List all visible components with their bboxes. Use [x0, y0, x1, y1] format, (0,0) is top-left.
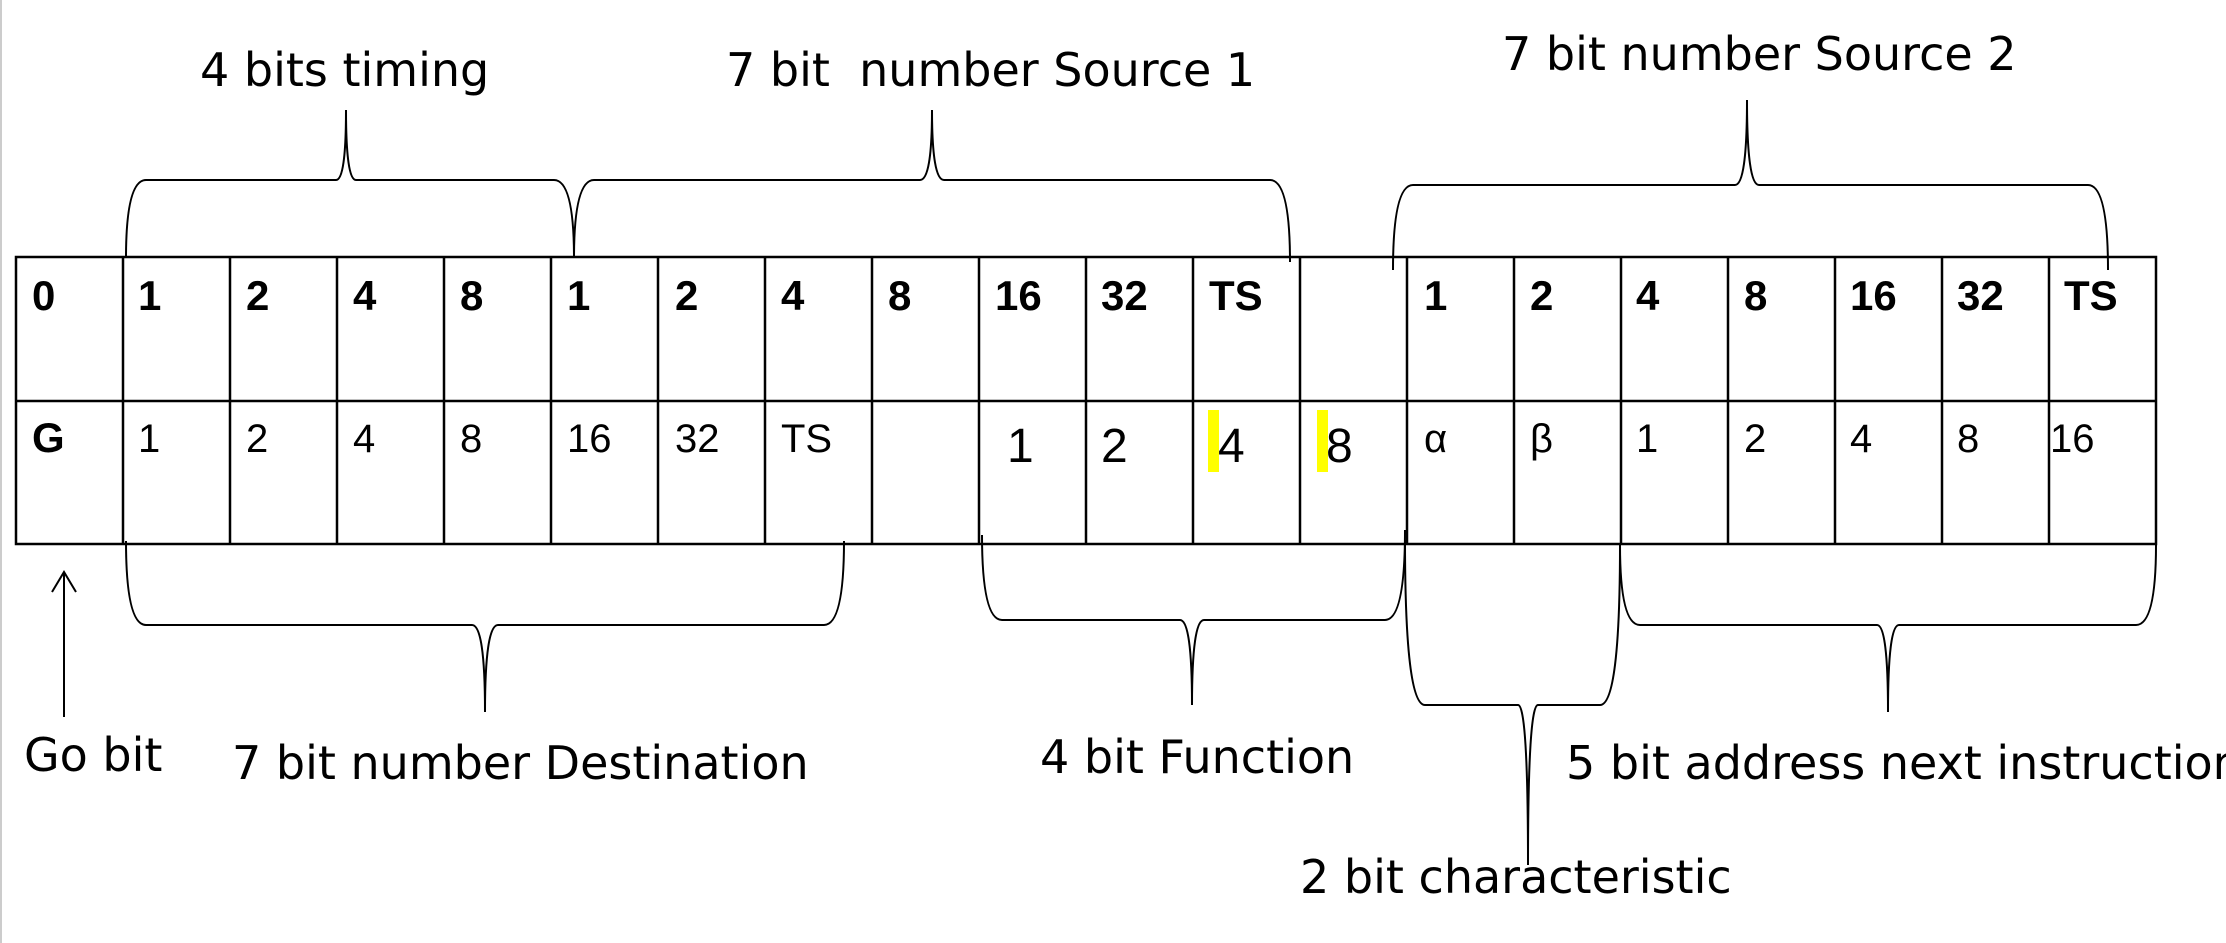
highlight-bit-8 [1317, 410, 1328, 472]
assignment-row: G 1 2 4 8 16 32 TS 1 2 4 8 α β 1 2 4 8 1… [32, 414, 2095, 473]
row1-cell-6: 2 [675, 272, 698, 319]
row2-cell-1: 1 [138, 417, 160, 461]
row2-cell-12: 8 [1326, 420, 1353, 473]
row2-cell-14: β [1530, 417, 1553, 461]
row2-cell-16: 2 [1744, 417, 1766, 461]
row1-cell-16: 8 [1744, 272, 1767, 319]
row2-cell-11: 4 [1218, 420, 1245, 473]
row1-cell-19: TS [2064, 272, 2118, 319]
row2-cell-13: α [1424, 417, 1447, 461]
row2-cell-9: 1 [1007, 420, 1034, 473]
bit-table [14, 255, 2158, 546]
row1-cell-7: 4 [781, 272, 805, 319]
brace-timing [125, 109, 575, 259]
label-go-bit: Go bit [24, 728, 162, 782]
row1-cell-9: 16 [995, 272, 1042, 319]
go-bit-arrow [51, 570, 77, 717]
row1-cell-10: 32 [1101, 272, 1148, 319]
row2-cell-4: 8 [460, 417, 482, 461]
label-function: 4 bit Function [1040, 730, 1354, 784]
row2-cell-6: 32 [675, 417, 720, 461]
brace-source1 [573, 109, 1291, 263]
brace-destination [125, 540, 845, 713]
brace-characteristic [1404, 539, 1621, 866]
label-destination: 7 bit number Destination [232, 736, 809, 790]
row1-cell-14: 2 [1530, 272, 1553, 319]
row2-cell-3: 4 [353, 417, 375, 461]
row2-cell-5: 16 [567, 417, 612, 461]
label-source2: 7 bit number Source 2 [1502, 27, 2017, 81]
brace-function [981, 529, 1406, 706]
row2-cell-0: G [32, 414, 65, 461]
row2-cell-7: TS [781, 417, 832, 461]
row1-cell-18: 32 [1957, 272, 2004, 319]
header-bit-row: 0 1 2 4 8 1 2 4 8 16 32 TS 1 2 4 8 16 32… [32, 272, 2118, 319]
row1-cell-15: 4 [1636, 272, 1660, 319]
row1-cell-0: 0 [32, 272, 55, 319]
brace-next-instruction [1619, 544, 2157, 713]
row1-cell-3: 4 [353, 272, 377, 319]
row1-cell-5: 1 [567, 272, 590, 319]
highlight-bit-4 [1208, 410, 1219, 472]
row1-cell-1: 1 [138, 272, 161, 319]
row1-cell-4: 8 [460, 272, 483, 319]
row1-cell-13: 1 [1424, 272, 1447, 319]
row1-cell-11: TS [1209, 272, 1263, 319]
row2-cell-2: 2 [246, 417, 268, 461]
row2-cell-18: 8 [1957, 417, 1979, 461]
row2-cell-17: 4 [1850, 417, 1872, 461]
row1-cell-2: 2 [246, 272, 269, 319]
row2-cell-15: 1 [1636, 417, 1658, 461]
label-next-instruction: 5 bit address next instruction [1566, 736, 2226, 790]
row1-cell-17: 16 [1850, 272, 1897, 319]
row2-cell-19: 16 [2050, 417, 2095, 461]
label-characteristic: 2 bit characteristic [1300, 850, 1732, 904]
row1-cell-8: 8 [888, 272, 911, 319]
row2-cell-10: 2 [1101, 420, 1128, 473]
label-source1: 7 bit number Source 1 [726, 43, 1255, 97]
brace-source2 [1392, 99, 2109, 271]
label-timing: 4 bits timing [200, 43, 489, 97]
